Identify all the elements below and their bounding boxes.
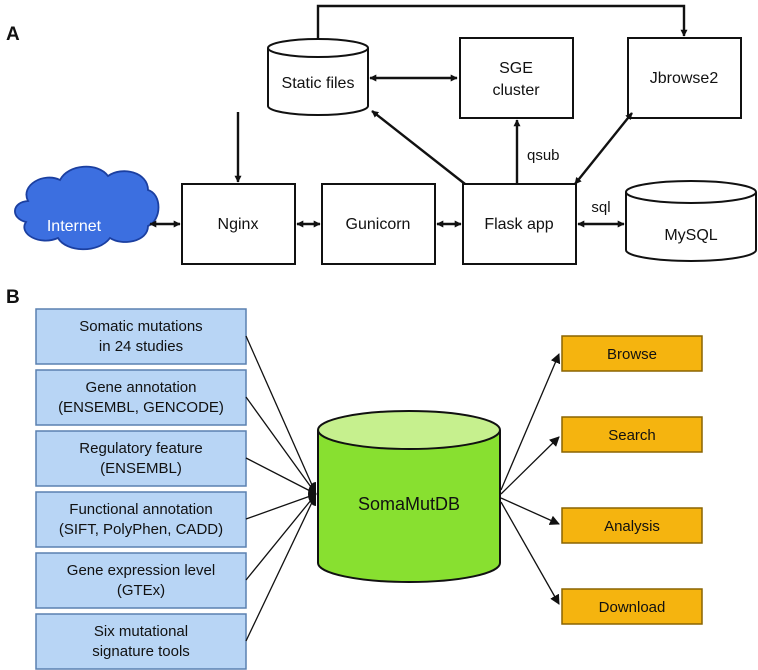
source-line2: (ENSEMBL) [100, 460, 182, 477]
output-connectors [500, 353, 561, 605]
analysis-label: Analysis [604, 518, 660, 535]
gunicorn-label: Gunicorn [346, 216, 411, 233]
cloud-shape [14, 165, 160, 251]
internet-cloud: Internet [14, 165, 160, 251]
source-line1: Gene annotation [86, 379, 197, 396]
source-line2: (SIFT, PolyPhen, CADD) [59, 521, 223, 538]
gunicorn-box [321, 183, 436, 265]
source-line1: Somatic mutations [79, 318, 202, 335]
jbrowse2-box [627, 37, 742, 119]
somamutdb-cylinder [317, 410, 501, 583]
download-box [561, 588, 703, 625]
source-line1: Six mutational [94, 623, 188, 640]
source-line1: Functional annotation [69, 501, 212, 518]
source-connectors [245, 335, 317, 642]
static-files-label: Static files [282, 75, 355, 92]
sge-label-line2: cluster [492, 82, 540, 99]
sge-cluster-box [459, 37, 574, 119]
source-box-functional-annotation [35, 491, 247, 548]
connector-hub [308, 482, 316, 506]
analysis-box [561, 507, 703, 544]
source-box-mutational-signature [35, 613, 247, 670]
browse-box [561, 335, 703, 372]
nginx-label: Nginx [218, 216, 259, 233]
somamutdb-label: SomaMutDB [358, 494, 460, 514]
flask-static-arrow [371, 110, 466, 185]
source-line2: (GTEx) [117, 582, 165, 599]
static-jbrowse-arrow [316, 4, 688, 39]
sge-label-line1: SGE [499, 60, 533, 77]
panel-a-label: A [6, 24, 20, 45]
internet-label: Internet [47, 218, 102, 235]
search-box [561, 416, 703, 453]
search-label: Search [608, 427, 656, 444]
source-list: Somatic mutations in 24 studies Gene ann… [35, 308, 247, 670]
flask-app-box [462, 183, 577, 265]
jbrowse2-label: Jbrowse2 [650, 70, 719, 87]
nginx-box [181, 183, 296, 265]
source-box-regulatory-feature [35, 430, 247, 487]
source-line1: Regulatory feature [79, 440, 202, 457]
source-line2: signature tools [92, 643, 190, 660]
browse-label: Browse [607, 346, 657, 363]
flask-app-label: Flask app [484, 216, 553, 233]
output-list: Browse Search Analysis Download [561, 335, 703, 625]
sql-label: sql [591, 199, 610, 216]
source-line2: (ENSEMBL, GENCODE) [58, 399, 224, 416]
download-label: Download [599, 599, 666, 616]
panel-b-label: B [6, 287, 20, 308]
flask-jbrowse-arrow [574, 112, 633, 185]
source-box-gene-expression [35, 552, 247, 609]
static-files-cylinder [267, 38, 369, 116]
mysql-cylinder [625, 180, 757, 262]
source-line1: Gene expression level [67, 562, 215, 579]
mysql-label: MySQL [664, 227, 717, 244]
source-line2: in 24 studies [99, 338, 183, 355]
qsub-label: qsub [527, 147, 560, 164]
